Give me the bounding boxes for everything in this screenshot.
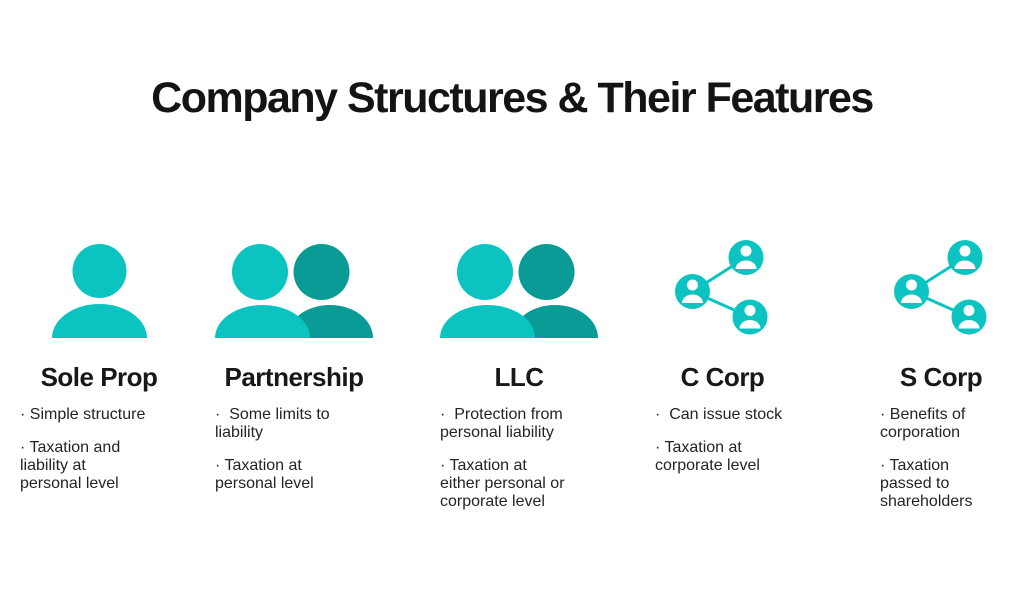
column-c-corp: C Corp · Can issue stock · Taxation at c… <box>655 228 790 475</box>
feature-item: · Taxation at personal level <box>215 457 314 492</box>
column-title: C Corp <box>680 362 765 392</box>
feature-item: · Protection from personal liability <box>440 406 563 441</box>
two-people-icon <box>440 244 598 338</box>
feature-item: · Taxation passed to shareholders <box>880 457 973 510</box>
column-title: S Corp <box>899 362 983 392</box>
column-title: Partnership <box>224 362 365 392</box>
single-person-icon <box>51 244 147 338</box>
column-title: LLC <box>494 362 544 392</box>
two-people-icon <box>215 228 373 338</box>
feature-item: · Can issue stock <box>655 406 783 423</box>
feature-item: · Taxation and liability at personal lev… <box>20 439 121 492</box>
feature-item: · Taxation at either personal or corpora… <box>440 457 565 510</box>
two-people-icon <box>215 244 373 338</box>
column-partnership: Partnership · Some limits to liability ·… <box>215 228 373 493</box>
feature-item: · Simple structure <box>20 406 146 423</box>
single-person-icon <box>20 228 178 338</box>
column-title: Sole Prop <box>40 362 158 392</box>
feature-item: · Some limits to liability <box>215 406 330 441</box>
column-sole-prop: Sole Prop · Simple structure · Taxation … <box>20 228 178 493</box>
people-network-icon <box>880 228 1002 338</box>
feature-item: · Benefits of corporation <box>880 406 966 441</box>
page-title: Company Structures & Their Features <box>151 74 874 122</box>
people-network-icon <box>893 240 986 335</box>
column-s-corp: S Corp · Benefits of corporation · Taxat… <box>880 228 1002 511</box>
people-network-icon <box>675 240 768 335</box>
people-network-icon <box>655 228 790 338</box>
feature-item: · Taxation at corporate level <box>655 439 760 474</box>
column-llc: LLC · Protection from personal liability… <box>440 228 598 511</box>
two-people-icon <box>440 228 598 338</box>
